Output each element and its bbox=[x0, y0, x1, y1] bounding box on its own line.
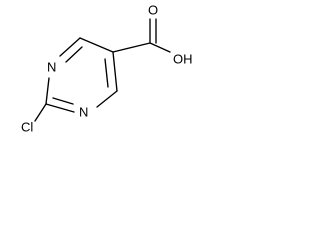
atom-label-chlorine: Cl bbox=[21, 119, 33, 134]
bond-carboxyl-oh bbox=[149, 42, 171, 53]
atom-label-hydroxyl: OH bbox=[173, 51, 193, 66]
atom-label-n1: N bbox=[47, 59, 56, 74]
atom-label-n3: N bbox=[79, 104, 88, 119]
bond-c2-n1 bbox=[45, 77, 50, 105]
chemical-structure: N N Cl O OH bbox=[21, 2, 193, 134]
bond-c6-c5 bbox=[79, 37, 114, 53]
atom-label-double-bond-oxygen: O bbox=[148, 2, 158, 17]
bond-c5-c4-inner bbox=[104, 58, 109, 88]
bond-c5-c4 bbox=[112, 51, 118, 92]
bond-c2-cl bbox=[34, 103, 47, 122]
bond-n3-c2-inner bbox=[52, 97, 74, 105]
bond-n3-c2 bbox=[45, 103, 75, 113]
bond-c5-carboxyl-carbon bbox=[112, 42, 151, 53]
bond-n1-c6-inner bbox=[65, 46, 83, 63]
bond-c4-n3 bbox=[96, 90, 118, 108]
bond-n1-c6 bbox=[59, 37, 81, 57]
